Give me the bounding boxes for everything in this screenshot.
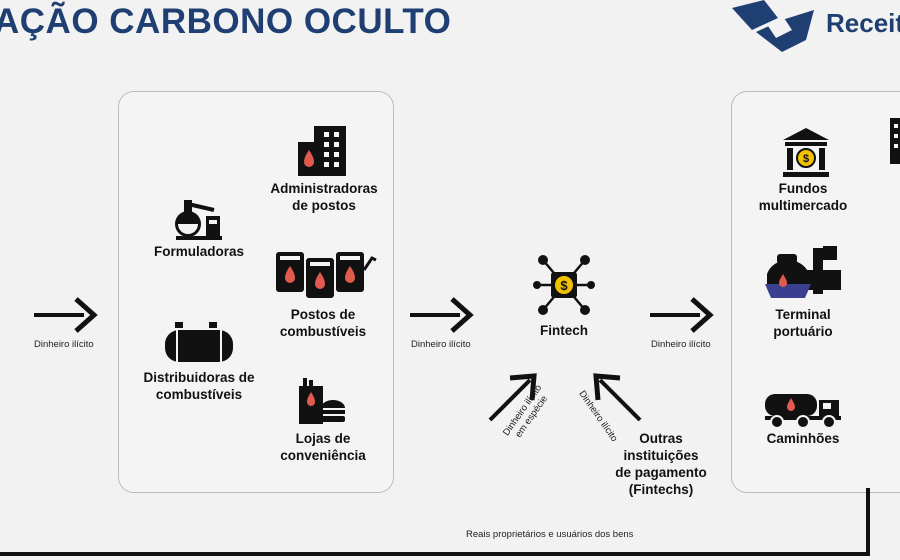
formuladoras-label: Formuladoras <box>153 244 245 259</box>
fuel-tank-icon <box>165 322 233 362</box>
svg-text:$: $ <box>560 278 568 293</box>
cash-arrow <box>488 373 537 422</box>
terminal-label: Terminal portuário <box>773 307 833 339</box>
money-arrow-to-fintech <box>410 297 474 333</box>
distribuidoras-label: Distribuidoras de combustíveis <box>143 370 255 402</box>
fundos-label: Fundos multimercado <box>758 181 848 213</box>
postos-label: Postos de combustíveis <box>279 307 367 339</box>
svg-text:$: $ <box>803 153 809 165</box>
bank-icon: $ <box>783 128 829 177</box>
lojas-label: Lojas de conveniência <box>280 431 366 463</box>
caminhoes-label: Caminhões <box>766 431 840 446</box>
fintech-network-icon: $ <box>533 255 595 315</box>
money-arrow-to-assets <box>650 297 714 333</box>
money-label-to-assets: Dinheiro ilícito <box>651 339 711 350</box>
building-icon-partial <box>890 118 900 164</box>
lab-flask-icon <box>175 200 222 240</box>
ownership-label: Reais proprietários e usuários dos bens <box>466 529 634 540</box>
administradoras-label: Administradoras de postos <box>270 181 378 213</box>
receita-logo <box>722 0 822 63</box>
ownership-line <box>0 488 870 556</box>
money-label-to-fintech: Dinheiro ilícito <box>411 339 471 350</box>
tanker-truck-icon <box>765 394 841 429</box>
page-title: AÇÃO CARBONO OCULTO <box>0 2 452 41</box>
fintech-label: Fintech <box>539 323 588 338</box>
money-arrow-in <box>34 297 98 333</box>
other-fintech-arrow <box>593 373 642 422</box>
convenience-store-icon <box>299 378 345 424</box>
gas-station-icon <box>276 252 377 298</box>
office-building-icon <box>298 126 346 176</box>
money-label-in: Dinheiro ilícito <box>34 339 94 350</box>
port-terminal-icon <box>765 246 841 298</box>
outras-instituicoes-label: Outras instituições de pagamento (Fintec… <box>615 431 707 497</box>
receita-logo-icon <box>732 0 814 52</box>
logo-text: Receit <box>826 8 900 38</box>
